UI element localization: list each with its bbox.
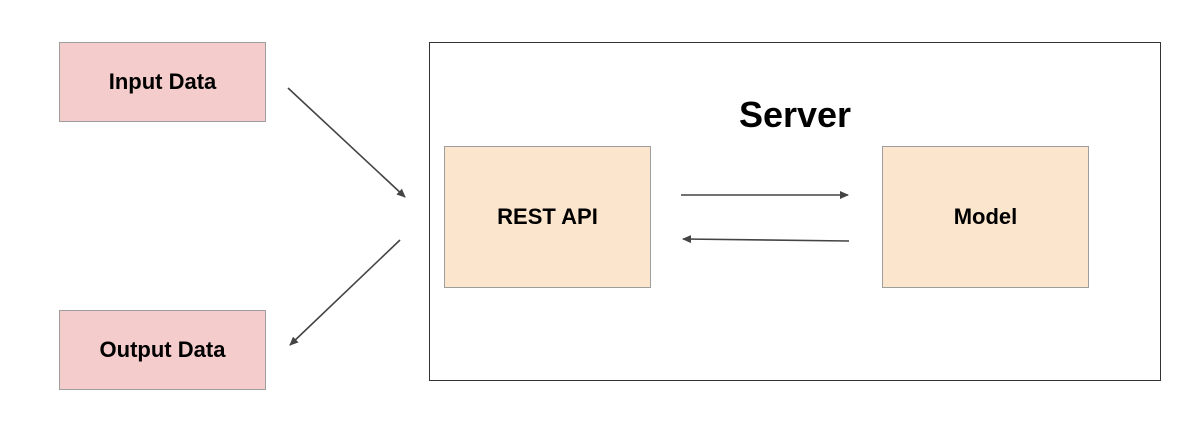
- output-data-node: Output Data: [59, 310, 266, 390]
- rest-api-node: REST API: [444, 146, 651, 288]
- server-title: Server: [738, 94, 852, 135]
- arrow-server-to-output: [289, 239, 401, 346]
- model-node: Model: [882, 146, 1089, 288]
- arrow-input-to-server: [287, 87, 406, 198]
- input-data-node: Input Data: [59, 42, 266, 122]
